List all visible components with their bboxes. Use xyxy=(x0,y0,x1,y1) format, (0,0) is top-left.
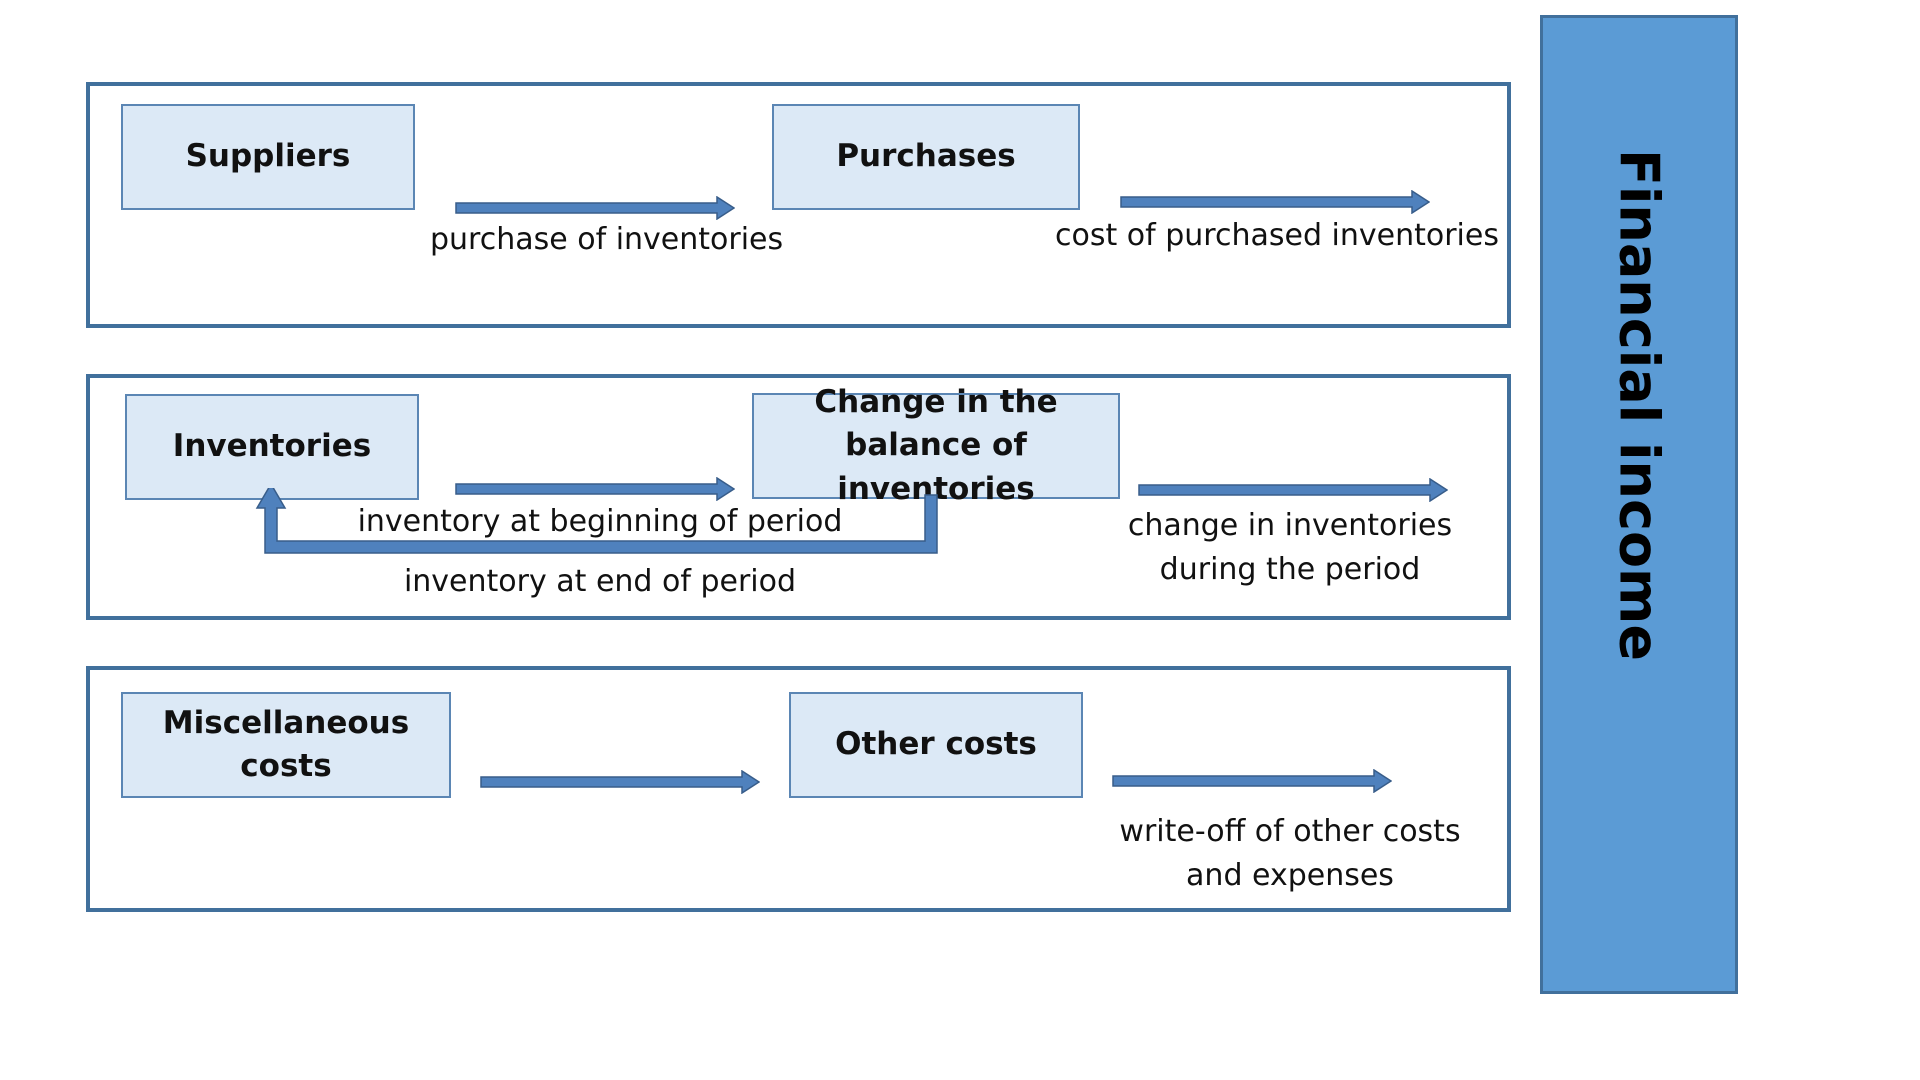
node-miscellaneous-costs-text: Miscellaneous costs xyxy=(162,704,410,784)
node-suppliers-text: Suppliers xyxy=(185,138,351,175)
arrow-write-off xyxy=(1112,769,1392,793)
node-purchases-text: Purchases xyxy=(836,138,1016,175)
label-inventory-at-end: inventory at end of period xyxy=(403,564,797,599)
node-inventories-text: Inventories xyxy=(172,428,372,465)
node-purchases: Purchases xyxy=(772,104,1080,210)
label-cost-of-purchased-inventories: cost of purchased inventories xyxy=(1055,218,1499,253)
arrow-inventory-at-beginning xyxy=(455,477,735,501)
node-change-in-balance: Change in the balance of inventories xyxy=(752,384,1120,507)
node-miscellaneous-costs: Miscellaneous costs xyxy=(121,692,451,798)
node-inventories: Inventories xyxy=(125,394,419,500)
label-change-in-inventories-line2: during the period xyxy=(1159,551,1421,587)
financial-income-bar: Financial income xyxy=(1540,15,1738,994)
arrow-purchase-of-inventories xyxy=(455,196,735,220)
label-inventory-at-beginning: inventory at beginning of period xyxy=(357,504,843,539)
label-purchase-of-inventories: purchase of inventories xyxy=(430,222,784,257)
node-other-costs-text: Other costs xyxy=(835,726,1037,763)
arrow-miscellaneous-to-other xyxy=(480,770,760,794)
node-suppliers: Suppliers xyxy=(121,104,415,210)
node-other-costs: Other costs xyxy=(789,692,1083,798)
financial-income-label: Financial income xyxy=(1607,148,1671,661)
loop-arrow-inventory-at-end xyxy=(255,488,945,556)
label-write-off-line2: and expenses xyxy=(1186,857,1394,893)
arrow-change-in-inventories xyxy=(1138,478,1448,502)
label-write-off: write-off of other costs and expenses xyxy=(1100,810,1480,897)
label-change-in-inventories-line1: change in inventories xyxy=(1127,508,1453,543)
arrow-cost-of-purchased-inventories xyxy=(1120,190,1430,214)
label-change-in-inventories: change in inventories during the period xyxy=(1110,504,1470,591)
label-write-off-line1: write-off of other costs xyxy=(1119,814,1461,849)
